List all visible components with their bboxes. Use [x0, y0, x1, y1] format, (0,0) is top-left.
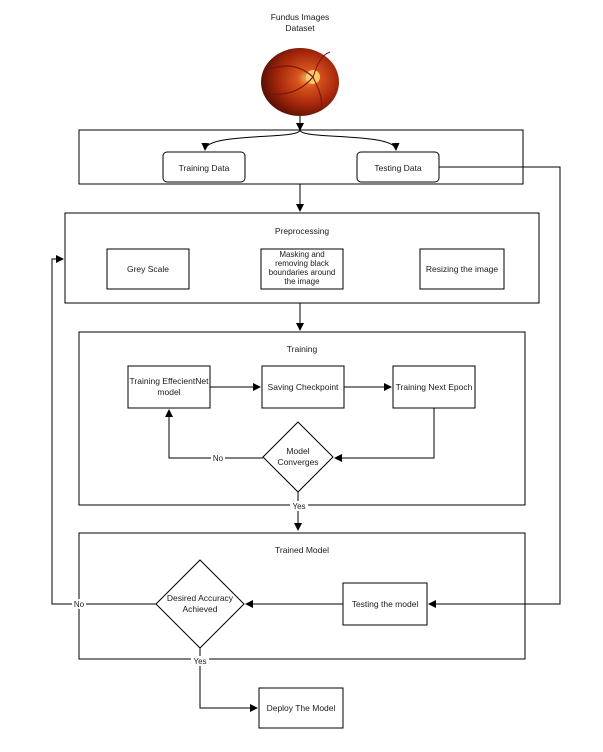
masking-label-line1: Masking and [279, 250, 324, 259]
trained-model-title: Trained Model [275, 545, 329, 555]
converges-no-label: No [213, 454, 224, 463]
resize-box [419, 248, 505, 290]
next-epoch-box [392, 365, 476, 409]
edge-accuracy-yes [199, 648, 258, 712]
testing-data-label: Testing Data [374, 163, 422, 173]
accuracy-label-line2: Achieved [183, 604, 218, 614]
edge-to-training-data [201, 129, 301, 151]
training-data-box [162, 151, 246, 183]
training-title: Training [287, 344, 318, 354]
deploy-box [258, 687, 344, 729]
train-effnet-label-line2: model [157, 387, 180, 397]
converges-yes-label: Yes [292, 502, 305, 511]
grey-scale-label: Grey Scale [127, 264, 169, 274]
training-data-label: Training Data [179, 163, 230, 173]
masking-box [260, 248, 344, 290]
saving-checkpoint-box [261, 365, 345, 409]
testing-model-label: Testing the model [352, 599, 419, 609]
yes-label-bg-1 [290, 501, 308, 511]
edge-next-epoch-to-converges [334, 408, 435, 462]
train-effnet-label-line1: Training EffecientNet [130, 376, 210, 386]
yes-label-bg-2 [191, 656, 209, 666]
converges-label-line1: Model [286, 446, 309, 456]
next-epoch-label: Training Next Epoch [396, 382, 473, 392]
grey-scale-box [106, 248, 190, 290]
masking-label-line2: removing black [275, 259, 330, 268]
edge-accuracy-no [51, 255, 156, 605]
resize-label: Resizing the image [426, 264, 499, 274]
deploy-label: Deploy The Model [267, 703, 336, 713]
trained-model-container [78, 532, 526, 660]
no-label-bg-1 [211, 453, 225, 463]
edge-to-testing-data [299, 129, 400, 151]
accuracy-label-line1: Desired Accuracy [167, 593, 234, 603]
edge-testing-data-to-testing-model [428, 166, 561, 608]
edge-converges-no [165, 409, 263, 459]
converges-label-line2: Converges [277, 457, 318, 467]
masking-label-line4: the image [284, 277, 320, 286]
masking-label-line3: boundaries around [269, 268, 336, 277]
accuracy-no-label: No [74, 600, 85, 609]
testing-model-box [342, 582, 428, 626]
accuracy-yes-label: Yes [193, 657, 206, 666]
fundus-image [261, 48, 339, 116]
no-label-bg-2 [72, 599, 86, 609]
dataset-title-line2: Dataset [285, 23, 315, 33]
split-container [78, 129, 524, 185]
preprocessing-title: Preprocessing [275, 226, 330, 236]
saving-checkpoint-label: Saving Checkpoint [268, 382, 340, 392]
dataset-title-line1: Fundus Images [271, 12, 330, 22]
